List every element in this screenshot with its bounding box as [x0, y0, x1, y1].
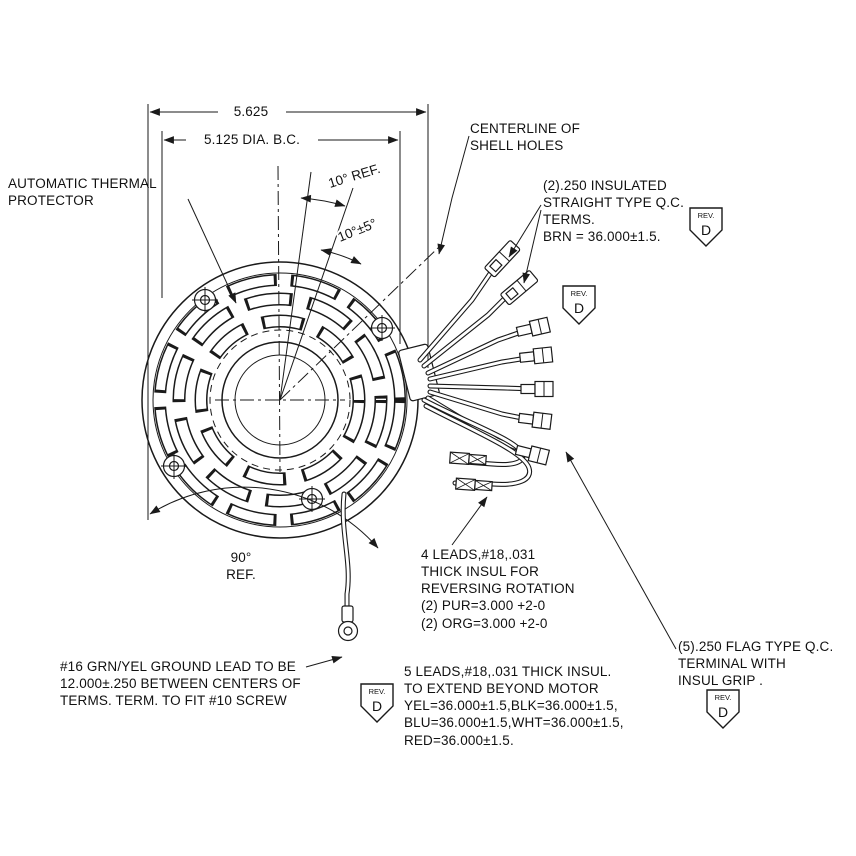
angle-dimension-lines [149, 171, 379, 549]
dimension-overall-width: 5.625 [218, 103, 284, 121]
dimension-90-ref: 90° REF. [212, 549, 270, 584]
centerlines [215, 165, 441, 473]
vent-slots [154, 274, 406, 526]
angle-ref-label: 10° REF. [326, 161, 381, 191]
ground-lead-note: #16 GRN/YEL GROUND LEAD TO BE 12.000±.25… [60, 659, 301, 709]
four-leads-note: 4 LEADS,#18,.031 THICK INSUL FOR REVERSI… [421, 547, 575, 631]
rev-d-flag: REV. D [706, 689, 740, 729]
rev-label: REV. [698, 211, 715, 220]
rev-letter: D [372, 698, 382, 714]
thermal-protector-note: AUTOMATIC THERMAL PROTECTOR [8, 176, 157, 209]
loop-connectors [449, 451, 493, 492]
centerline-shell-holes-note: CENTERLINE OF SHELL HOLES [470, 121, 580, 154]
rev-letter: D [718, 704, 728, 720]
rev-label: REV. [715, 693, 732, 702]
rev-label: REV. [369, 687, 386, 696]
five-leads-note: 5 LEADS,#18,.031 THICK INSUL. TO EXTEND … [404, 664, 624, 748]
dimension-bolt-circle: 5.125 DIA. B.C. [186, 131, 318, 149]
straight-qc-terms-note: (2).250 INSULATED STRAIGHT TYPE Q.C. TER… [543, 178, 684, 245]
leader-lines [187, 135, 677, 668]
rev-label: REV. [571, 289, 588, 298]
rev-d-flag: REV. D [689, 207, 723, 247]
flag-qc-terminal-note: (5).250 FLAG TYPE Q.C. TERMINAL WITH INS… [678, 639, 834, 689]
rev-d-flag: REV. D [562, 285, 596, 325]
straight-qc-terminals [484, 240, 539, 306]
dimension-lines [147, 104, 429, 520]
ground-lead-wire [340, 491, 351, 613]
arc-90-ref [149, 486, 379, 549]
rev-letter: D [701, 222, 711, 238]
rev-letter: D [574, 300, 584, 316]
rev-d-flag: REV. D [360, 683, 394, 723]
flag-qc-terminals [514, 316, 554, 466]
ring-terminal [337, 605, 359, 642]
